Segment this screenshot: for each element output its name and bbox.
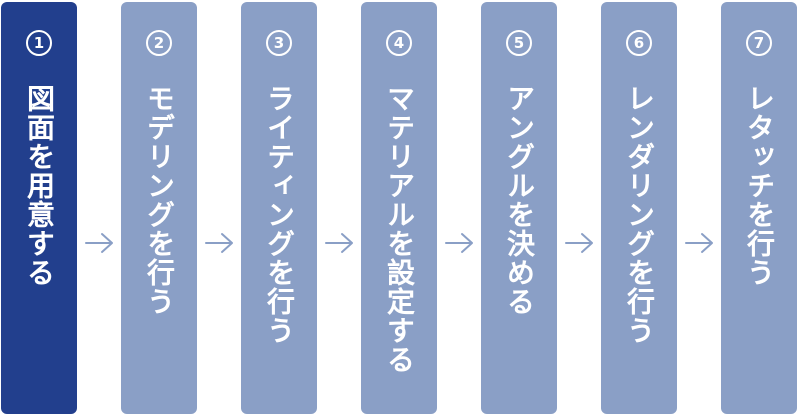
step-label: レタッチを行う [743, 84, 776, 287]
step-1: 1 図面を用意する [1, 2, 77, 414]
step-number-badge: 7 [746, 30, 772, 56]
arrow-right-icon [205, 233, 233, 253]
arrow-right-icon [325, 233, 353, 253]
step-label: ライティングを行う [263, 84, 296, 345]
step-2: 2 モデリングを行う [121, 2, 197, 414]
step-number-badge: 5 [506, 30, 532, 56]
step-label: モデリングを行う [143, 84, 176, 316]
step-3: 3 ライティングを行う [241, 2, 317, 414]
step-label: レンダリングを行う [623, 84, 656, 345]
step-number-badge: 1 [26, 30, 52, 56]
arrow-right-icon [85, 233, 113, 253]
step-6: 6 レンダリングを行う [601, 2, 677, 414]
arrow-right-icon [565, 233, 593, 253]
step-7: 7 レタッチを行う [721, 2, 797, 414]
arrow-right-icon [445, 233, 473, 253]
step-4: 4 マテリアルを設定する [361, 2, 437, 414]
arrow-right-icon [685, 233, 713, 253]
step-label: マテリアルを設定する [383, 84, 416, 374]
step-number-badge: 6 [626, 30, 652, 56]
step-number-badge: 2 [146, 30, 172, 56]
step-label: アングルを決める [503, 84, 536, 316]
step-5: 5 アングルを決める [481, 2, 557, 414]
step-number-badge: 3 [266, 30, 292, 56]
step-number-badge: 4 [386, 30, 412, 56]
step-label: 図面を用意する [23, 84, 56, 287]
